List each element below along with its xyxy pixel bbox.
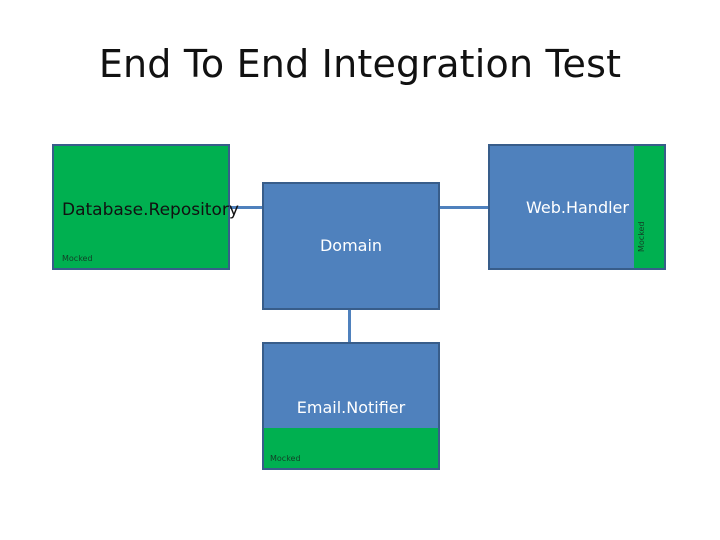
- database-repository-node: Database.Repository Mocked: [52, 144, 239, 270]
- domain-label: Domain: [319, 236, 383, 255]
- connector-database-domain: [230, 206, 262, 209]
- email-notifier-label: Email.Notifier: [296, 398, 406, 417]
- database-repository-mocked-tag: Mocked: [62, 254, 93, 263]
- web-handler-mocked-strip: [634, 146, 664, 268]
- web-handler-node: Web.Handler Mocked: [488, 144, 666, 270]
- web-handler-label: Web.Handler: [526, 198, 629, 217]
- web-handler-mocked-tag: Mocked: [637, 221, 646, 252]
- domain-node: Domain: [262, 182, 440, 310]
- database-repository-label: Database.Repository: [62, 200, 239, 220]
- connector-domain-web: [440, 206, 488, 209]
- email-notifier-node: Email.Notifier Mocked: [262, 342, 440, 470]
- connector-domain-email: [348, 310, 351, 342]
- diagram-title: End To End Integration Test: [98, 42, 622, 86]
- email-notifier-mocked-strip: [264, 428, 438, 468]
- email-notifier-mocked-tag: Mocked: [270, 454, 301, 463]
